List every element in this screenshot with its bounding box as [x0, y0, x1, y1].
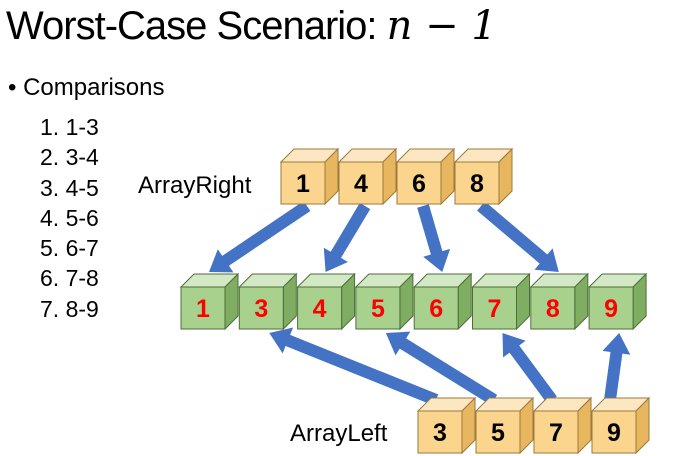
array-right-label: ArrayRight	[138, 172, 252, 199]
merged-cube: 9	[587, 272, 648, 331]
cube-face	[297, 286, 343, 330]
cube-value: 6	[412, 170, 426, 198]
merge-arrow	[209, 201, 311, 273]
comparisons-list: 1. 1-3 2. 3-4 3. 4-5 4. 5-6 5. 6-7 6. 7-…	[40, 112, 99, 324]
cube-value: 8	[470, 170, 484, 198]
comparison-item: 5. 6-7	[40, 235, 99, 262]
cube-value: 3	[254, 295, 268, 323]
merge-arrow	[502, 333, 557, 404]
cube-face	[454, 161, 500, 205]
comparison-item: 6. 7-8	[40, 265, 99, 292]
cube-face	[530, 286, 576, 330]
comparison-item: 2. 3-4	[40, 144, 99, 171]
cube-face	[280, 161, 326, 205]
merged-cube: 8	[529, 272, 590, 331]
array-left-cube: 5	[474, 396, 535, 455]
cube-value: 8	[546, 295, 560, 323]
cube-face	[338, 161, 384, 205]
cube-value: 9	[604, 295, 618, 323]
cube-value: 1	[196, 295, 210, 323]
cube-face	[413, 286, 459, 330]
array-left-cube: 7	[532, 396, 593, 455]
merge-arrow	[385, 331, 498, 406]
merged-cube: 6	[412, 272, 473, 331]
merged-cube: 5	[354, 272, 415, 331]
comparison-item: 3. 4-5	[40, 174, 99, 201]
comparison-item: 7. 8-9	[40, 295, 99, 322]
cube-value: 5	[371, 295, 385, 323]
merged-cube: 4	[296, 272, 356, 331]
comparisons-label: Comparisons	[23, 74, 165, 101]
array-left-label: ArrayLeft	[290, 420, 388, 447]
cube-value: 9	[607, 419, 621, 447]
merged-cube: 3	[238, 272, 298, 331]
page-title: Worst-Case Scenario: n − 1	[6, 2, 497, 50]
cube-face	[417, 410, 463, 454]
cube-face	[533, 410, 579, 454]
array-left-cube: 3	[416, 396, 477, 455]
merge-arrow	[323, 202, 371, 272]
merge-arrow	[602, 333, 631, 401]
cube-face	[588, 286, 634, 330]
merge-arrow	[269, 327, 439, 406]
cube-value: 5	[491, 419, 505, 447]
merged-cube: 7	[471, 272, 531, 331]
array-right-cube: 1	[279, 147, 340, 206]
array-left-cube: 9	[590, 396, 651, 455]
title-text: Worst-Case Scenario:	[6, 4, 387, 48]
cube-value: 3	[433, 419, 447, 447]
cube-face	[396, 161, 442, 205]
cube-face	[472, 286, 517, 330]
title-math: n − 1	[386, 3, 497, 49]
cube-value: 7	[549, 419, 563, 447]
comparison-item: 1. 1-3	[40, 114, 99, 140]
array-right-cube: 8	[453, 147, 514, 206]
cube-face	[475, 410, 521, 454]
cube-face	[591, 410, 637, 454]
merged-cube: 1	[179, 272, 240, 331]
cube-value: 4	[313, 295, 327, 323]
merge-arrow	[477, 201, 559, 272]
cube-face	[238, 286, 284, 330]
cube-value: 4	[354, 170, 368, 198]
array-right-cube: 4	[337, 147, 398, 206]
cube-value: 7	[488, 295, 502, 323]
cube-value: 6	[429, 295, 443, 323]
merge-arrow	[417, 204, 451, 272]
cube-value: 1	[296, 170, 310, 198]
comparisons-heading: • Comparisons	[8, 74, 165, 101]
cube-face	[355, 286, 401, 330]
cube-face	[180, 286, 226, 330]
comparison-item: 4. 5-6	[40, 204, 99, 231]
array-right-cube: 6	[395, 147, 456, 206]
